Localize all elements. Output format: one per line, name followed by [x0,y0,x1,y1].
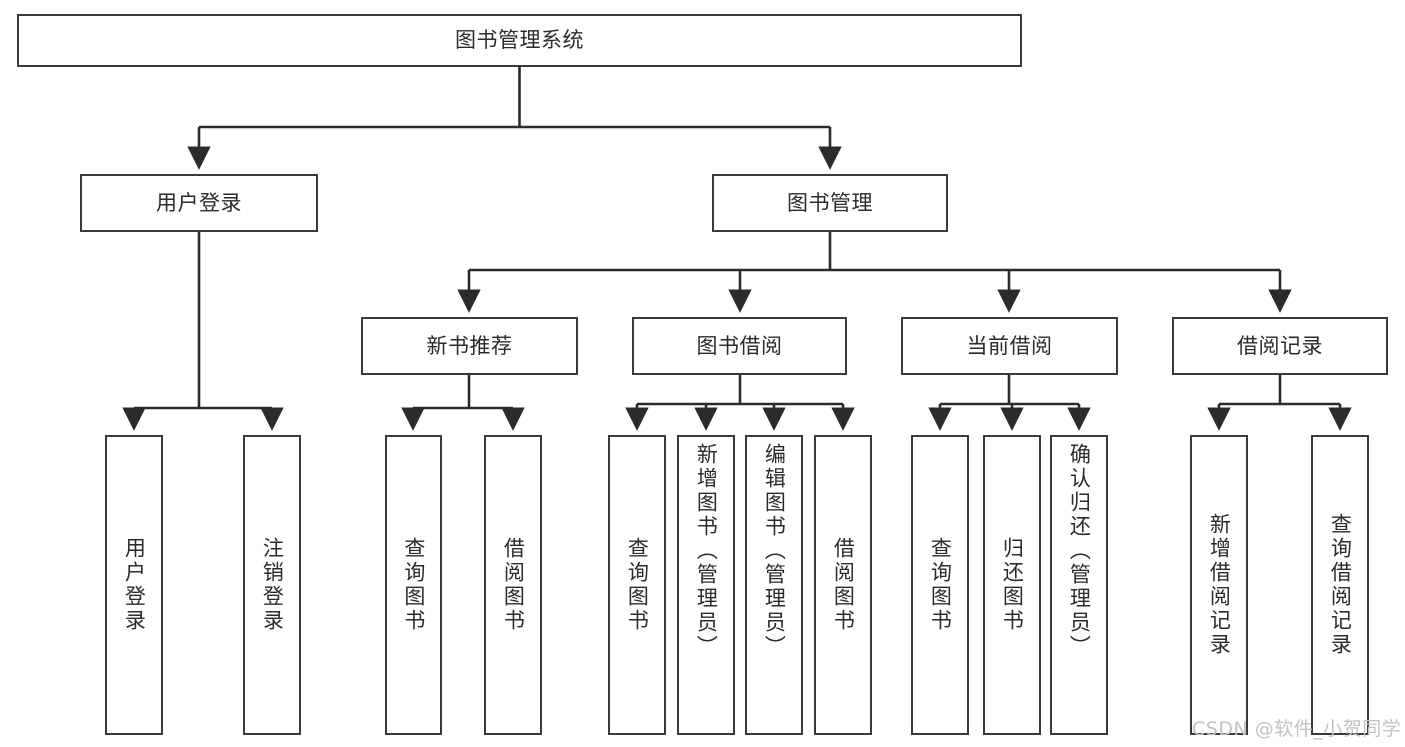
node-label: 查询图书 [401,537,426,633]
leaf-add-book-admin[interactable]: 新增图书（管理员） [677,435,735,735]
node-root-system[interactable]: 图书管理系统 [17,14,1022,67]
node-book-borrow[interactable]: 图书借阅 [632,317,847,375]
node-label: 查询图书 [928,537,953,633]
leaf-return-book[interactable]: 归还图书 [983,435,1041,735]
leaf-user-login[interactable]: 用户登录 [105,435,163,735]
leaf-query-borrow-record[interactable]: 查询借阅记录 [1311,435,1369,735]
leaf-borrow-book-recommend[interactable]: 借阅图书 [484,435,542,735]
node-label: 新书推荐 [426,333,513,358]
node-label: 借阅图书 [501,537,526,633]
node-label: 当前借阅 [966,333,1053,358]
node-new-book-recommend[interactable]: 新书推荐 [361,317,578,375]
leaf-add-borrow-record[interactable]: 新增借阅记录 [1190,435,1248,735]
node-label: 借阅记录 [1237,333,1323,358]
node-book-management[interactable]: 图书管理 [712,174,948,232]
node-label: 用户登录 [156,190,242,215]
leaf-edit-book-admin[interactable]: 编辑图书（管理员） [745,435,803,735]
node-label: 归还图书 [1000,537,1025,633]
node-label: 图书管理系统 [455,28,584,53]
leaf-confirm-return-admin[interactable]: 确认归还（管理员） [1050,435,1108,735]
node-label: 查询图书 [625,537,650,633]
leaf-query-book-borrow[interactable]: 查询图书 [608,435,666,735]
node-label: 编辑图书（管理员） [762,443,787,659]
leaf-logout[interactable]: 注销登录 [243,435,301,735]
node-label: 注销登录 [260,537,285,633]
node-borrow-records[interactable]: 借阅记录 [1172,317,1388,375]
node-label: 确认归还（管理员） [1067,443,1092,659]
node-label: 新增借阅记录 [1207,513,1232,657]
leaf-borrow-book[interactable]: 借阅图书 [814,435,872,735]
leaf-query-book-current[interactable]: 查询图书 [911,435,969,735]
node-label: 图书借阅 [696,333,783,358]
node-user-login[interactable]: 用户登录 [80,174,318,232]
leaf-query-book-recommend[interactable]: 查询图书 [385,435,442,735]
node-label: 用户登录 [122,537,147,633]
node-label: 查询借阅记录 [1328,513,1353,657]
node-label: 图书管理 [787,190,873,215]
node-label: 新增图书（管理员） [694,443,719,659]
node-current-borrow[interactable]: 当前借阅 [901,317,1118,375]
csdn-watermark: CSDN @软件_小贺同学 [1192,718,1402,740]
node-label: 借阅图书 [831,537,856,633]
